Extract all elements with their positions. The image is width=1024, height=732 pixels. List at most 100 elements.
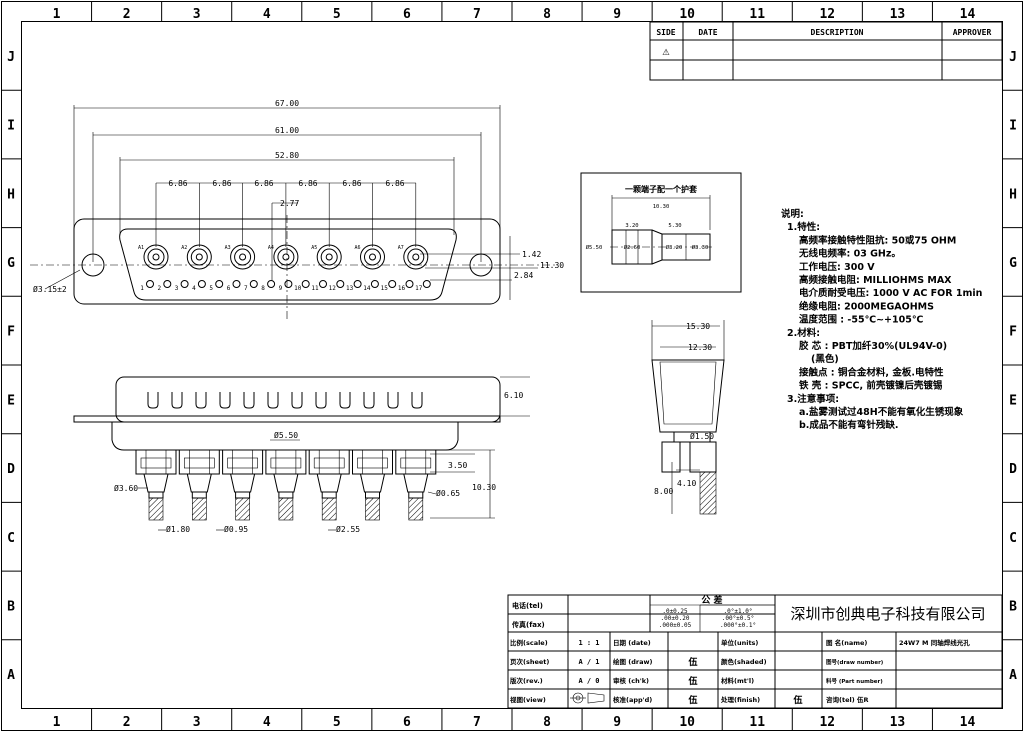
- coax-label: A1: [138, 245, 144, 251]
- tolerance-value: .0±0.25: [662, 608, 688, 615]
- coax-contact-outer: [403, 244, 429, 270]
- terminal-body: [135, 449, 177, 475]
- dim-pitch-6: 6.86: [385, 179, 404, 188]
- note-line: 接触点 : 铜合金材料, 金板.电特性: [799, 366, 944, 378]
- tel-label: 电话(tel): [512, 601, 543, 610]
- dim-row-pitch: 2.84: [514, 271, 533, 280]
- pin-label: 6: [227, 285, 231, 292]
- tolerance-value: .0°±1.0°: [724, 608, 753, 615]
- dim-pin-diameter: Ø0.95: [224, 524, 248, 534]
- note-line: 绝缘电阻: 2000MEGAOHMS: [799, 300, 934, 312]
- tolerance-angular: .0°±1.0°.00°±0.5°.000°±0.1°: [720, 608, 756, 629]
- scale-value: 1 : 1: [578, 639, 599, 647]
- coax-contact-outer: [316, 244, 342, 270]
- coax-contact-outer: [360, 244, 385, 270]
- terminal-body: [308, 449, 350, 475]
- shell-slot: [243, 392, 255, 409]
- signal-pin: [301, 280, 310, 288]
- signal-pin: [422, 280, 431, 288]
- note-line: (黑色): [811, 353, 839, 365]
- grid-row-A-left: A: [7, 668, 15, 683]
- fax-label: 传真(fax): [511, 620, 545, 629]
- signal-pin: [284, 280, 293, 288]
- grid-row-D-left: D: [7, 462, 15, 477]
- note-line: 1.特性:: [787, 221, 820, 233]
- grid-col-9-bottom: 9: [613, 715, 621, 730]
- dim-ferrule-length: 3.50: [448, 461, 467, 470]
- rev-value: A / 0: [578, 677, 599, 685]
- cable-braid: [235, 497, 250, 521]
- signal-pin: [249, 280, 258, 288]
- drawn-value: 伍: [687, 656, 697, 668]
- grid-col-3-top: 3: [193, 7, 201, 22]
- pin-label: 14: [363, 285, 371, 292]
- grid-col-7-bottom: 7: [473, 715, 481, 730]
- grid-row-B-left: B: [7, 599, 15, 614]
- dim-shell-width: 52.80: [275, 151, 299, 160]
- finish-value: 伍: [792, 694, 802, 706]
- note-line: 高频接触电阻: MILLIOHMS MAX: [799, 274, 952, 286]
- cable-braid: [408, 497, 424, 521]
- grid-row-E-right: E: [1009, 393, 1017, 408]
- note-line: 温度范围 : -55℃~+105℃: [799, 314, 923, 326]
- grid-col-2-top: 2: [123, 7, 131, 22]
- detail-dim-b: 5.30: [668, 223, 681, 229]
- grid-row-D-right: D: [1009, 462, 1017, 477]
- grid-col-8-top: 8: [543, 7, 551, 22]
- signal-pin: [370, 280, 379, 288]
- pin-label: 4: [192, 285, 196, 292]
- approved-label: 核准(app'd): [613, 695, 652, 704]
- grid-col-10-top: 10: [679, 7, 695, 22]
- grid-col-4-bottom: 4: [263, 715, 271, 730]
- coax-contact-outer: [230, 244, 256, 270]
- dim-overall-width: 67.00: [275, 99, 299, 108]
- tolerance-value: .00°±0.5°: [722, 615, 755, 622]
- sheet-label: 页次(sheet): [510, 657, 549, 666]
- side-view-slots: [147, 392, 423, 409]
- approved-value: 伍: [687, 694, 697, 706]
- dim-cable-diameter: Ø1.80: [166, 524, 190, 534]
- drawn-label: 绘图 (draw): [613, 657, 652, 666]
- rev-side-header: SIDE: [656, 28, 675, 37]
- terminal-body: [395, 449, 437, 475]
- detail-title: 一颗端子配一个护套: [625, 184, 698, 194]
- dim-pitch-4: 6.86: [298, 179, 317, 188]
- dim-pitch-3: 6.86: [254, 179, 273, 188]
- signal-pin: [197, 280, 206, 288]
- grid-row-G-right: G: [1009, 256, 1017, 271]
- grid-col-8-bottom: 8: [543, 715, 551, 730]
- shaded-label: 颜色(shaded): [721, 657, 767, 666]
- dim-shell-height: 11.30: [540, 261, 564, 270]
- signal-pin: [267, 280, 276, 288]
- grid-col-12-top: 12: [819, 7, 835, 22]
- note-line: a.盐雾测试过48H不能有氧化生锈现象: [799, 406, 964, 418]
- scale-label: 比例(scale): [510, 638, 548, 647]
- contact-label: 咨询(tel) 伍R: [826, 695, 868, 704]
- grid-col-9-top: 9: [613, 7, 621, 22]
- signal-pin: [163, 280, 172, 288]
- pin-label: 3: [175, 285, 179, 292]
- detail-dim-f: Ø3.30: [692, 244, 709, 251]
- pin-label: 16: [398, 285, 406, 292]
- tolerance-value: .000°±0.1°: [720, 622, 756, 629]
- terminal-body: [352, 449, 393, 475]
- grid-col-2-bottom: 2: [123, 715, 131, 730]
- shell-slot: [267, 392, 279, 409]
- grid-col-11-top: 11: [749, 7, 765, 22]
- grid-col-14-top: 14: [960, 7, 976, 22]
- grid-col-11-bottom: 11: [749, 715, 765, 730]
- note-line: 3.注意事项:: [787, 393, 839, 405]
- cable-braid: [192, 497, 207, 521]
- pin-label: 1: [140, 285, 144, 292]
- dim-ferrule-diameter: Ø5.50: [274, 430, 298, 440]
- grid-col-7-top: 7: [473, 7, 481, 22]
- grid-row-I-right: I: [1009, 119, 1017, 134]
- signal-pin: [336, 280, 345, 288]
- signal-pin: [215, 280, 224, 288]
- signal-pin: [319, 280, 327, 288]
- grid-col-1-top: 1: [53, 7, 61, 22]
- grid-col-12-bottom: 12: [819, 715, 835, 730]
- grid-col-10-bottom: 10: [679, 715, 695, 730]
